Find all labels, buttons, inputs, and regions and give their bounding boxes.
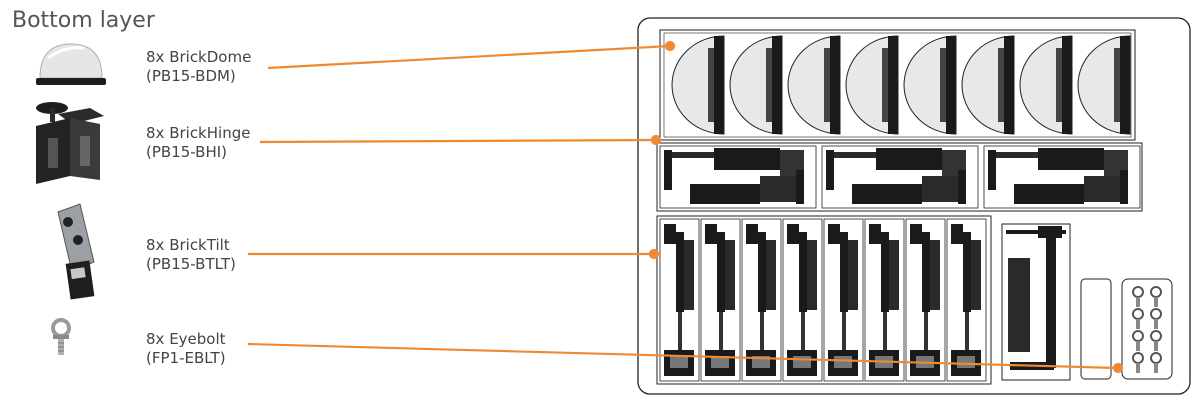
dome-part — [1019, 35, 1073, 135]
dome-compartment — [659, 29, 1136, 141]
dome-part — [671, 35, 725, 135]
eyebolt-name: 8x Eyebolt — [146, 330, 226, 348]
brickhinge-code: (PB15-BHI) — [146, 143, 227, 161]
hinge-part — [659, 145, 817, 209]
hinge-part — [821, 145, 979, 209]
leader-line-brickhinge — [259, 138, 657, 144]
dome-part — [961, 35, 1015, 135]
bricktilt-label: 8x BrickTilt (PB15-BTLT) — [146, 236, 236, 274]
brickdome-icon — [36, 43, 106, 85]
eyebolt-part — [1132, 352, 1144, 373]
eyebolt-part — [1132, 286, 1144, 307]
hinge-part — [983, 145, 1141, 209]
empty-slot — [1080, 278, 1112, 380]
eyebolt-part — [1150, 352, 1162, 373]
brickhinge-label: 8x BrickHinge (PB15-BHI) — [146, 124, 250, 162]
hinge-compartment — [656, 142, 1143, 212]
eyebolt-icon — [51, 318, 71, 355]
leader-line-brickdome — [267, 44, 671, 70]
brickhinge-icon — [36, 102, 104, 184]
eyebolt-label: 8x Eyebolt (FP1-EBLT) — [146, 330, 226, 368]
layer-title: Bottom layer — [12, 8, 155, 33]
eyebolt-part — [1132, 308, 1144, 329]
tilt-part — [782, 218, 823, 382]
tilt-part — [659, 218, 700, 382]
eyebolt-code: (FP1-EBLT) — [146, 349, 226, 367]
brickhinge-name: 8x BrickHinge — [146, 124, 251, 142]
leader-line-eyebolt — [247, 342, 1119, 370]
eyebolt-part — [1150, 330, 1162, 351]
leader-lines — [247, 40, 1124, 374]
dome-part — [1077, 35, 1131, 135]
bricktilt-code: (PB15-BTLT) — [146, 255, 236, 273]
brickdome-name: 8x BrickDome — [146, 48, 252, 66]
dome-part — [903, 35, 957, 135]
brickdome-label: 8x BrickDome (PB15-BDM) — [146, 48, 251, 86]
brickdome-code: (PB15-BDM) — [146, 67, 236, 85]
bricktilt-name: 8x BrickTilt — [146, 236, 230, 254]
bricktilt-icon — [57, 203, 95, 300]
eyebolt-part — [1132, 330, 1144, 351]
dome-part — [787, 35, 841, 135]
tilt-part — [700, 218, 741, 382]
dome-part — [729, 35, 783, 135]
eyebolt-part — [1150, 308, 1162, 329]
eyebolt-compartment — [1121, 278, 1173, 380]
eyebolt-part — [1150, 286, 1162, 307]
dome-part — [845, 35, 899, 135]
tilt-part — [823, 218, 864, 382]
